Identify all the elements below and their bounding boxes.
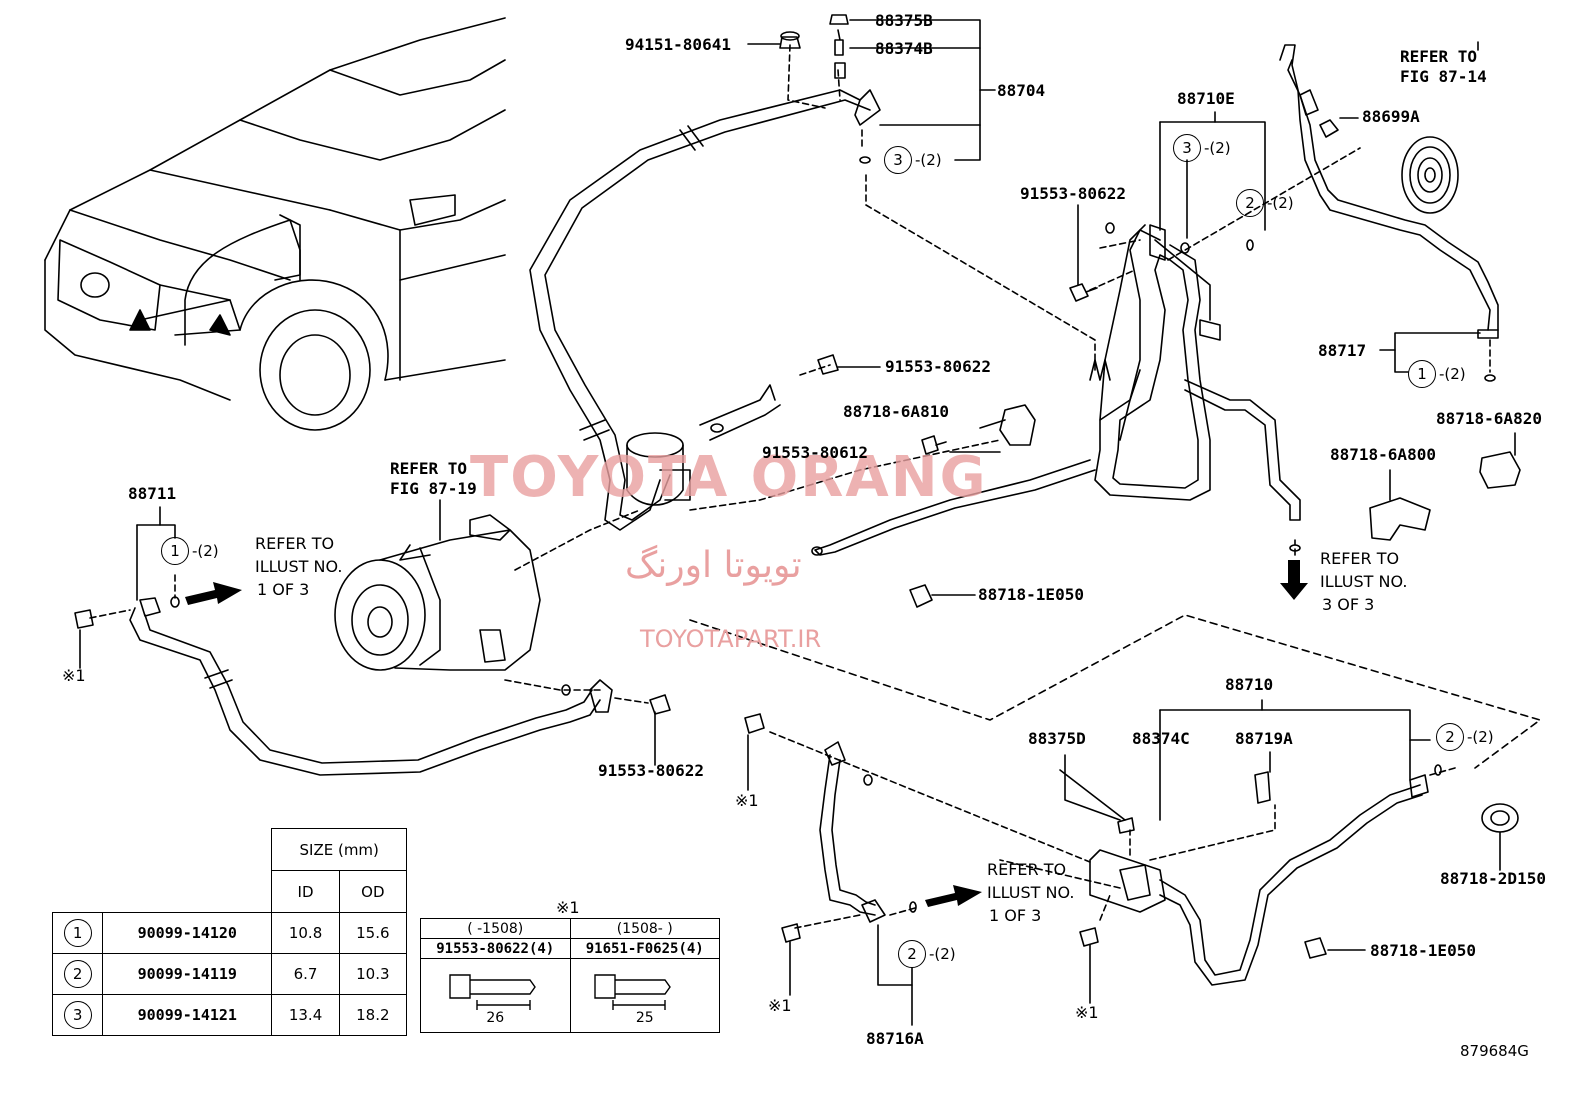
bolt-length-26: 26 [486,1010,505,1026]
table-row: 3 90099-14121 13.4 18.2 [51,994,408,1036]
bolt-table-title: ※1 [556,898,580,917]
label-91553-80612: 91553-80612 [762,443,868,462]
label-88718-1E050-b: 88718-1E050 [1370,941,1476,960]
refer-illust1-lower-line3: 1 OF 3 [989,906,1042,925]
oring-callout-2-710: 2-(2) [1436,723,1494,751]
clamp-88718-6A800 [1369,497,1431,541]
oring-callout-3-top: 3-(2) [884,146,942,174]
label-88710: 88710 [1225,675,1274,694]
od-header: OD [338,870,408,913]
vehicle-illustration [44,17,506,431]
label-88375D: 88375D [1028,729,1086,748]
size-header: SIZE (mm) [271,828,407,871]
pipe-88716A [819,741,886,923]
bolt-variant-table: ( -1508) (1508- ) 91553-80622(4) 91651-F… [420,918,720,1033]
label-88374B: 88374B [875,39,933,58]
bolt-mark1-mid [744,713,765,734]
label-88375B: 88375B [875,11,933,30]
oring-callout-1-711: 1-(2) [161,537,219,565]
bolt-91553-80612 [921,435,947,455]
pipe-88717 [1279,44,1499,339]
label-refer-fig87-14-line2: FIG 87-14 [1400,67,1487,86]
id-header: ID [271,870,340,913]
watermark-site: TOYOTAPART.IR [640,625,822,653]
mark1-mid: ※1 [735,791,759,810]
bolt-91553-80622-mid [817,354,839,375]
label-88718-6A810: 88718-6A810 [843,402,949,421]
refer-illust1-left-line2: ILLUST NO. [255,557,343,576]
label-88711: 88711 [128,484,177,503]
refer-illust1-lower-line2: ILLUST NO. [987,883,1075,902]
label-88699A: 88699A [1362,107,1420,126]
arrow-icon-illust3 [1280,560,1308,600]
watermark-main: TOYOTA ORANG [470,445,988,510]
label-88704: 88704 [997,81,1046,100]
bolt-mark1-left [74,609,94,629]
sensor-88719A [1254,771,1271,804]
refer-illust1-left-line1: REFER TO [255,534,335,553]
bolt-mark1-right [1079,927,1099,947]
grommet-fig87-14 [1401,136,1459,214]
tube-88710E [811,224,1301,556]
label-refer-fig87-14-line1: REFER TO [1400,47,1478,66]
label-88710E: 88710E [1177,89,1235,108]
hose-88711 [129,597,613,776]
refer-illust3-line1: REFER TO [1320,549,1400,568]
clamp-88718-6A820 [1479,451,1521,489]
refer-illust3-line2: ILLUST NO. [1320,572,1408,591]
tube-88710 [1089,774,1429,986]
mark1-left: ※1 [62,666,86,685]
valve-88374B [834,29,846,79]
label-88717: 88717 [1318,341,1367,360]
refer-illust1-left-line3: 1 OF 3 [257,580,310,599]
mark1-right: ※1 [1075,1003,1099,1022]
cap-88375B [829,14,849,25]
mark1-lower: ※1 [768,996,792,1015]
clamp-88718-1E050-a [909,584,933,608]
oring-callout-1-717: 1-(2) [1408,360,1466,388]
oring-callout-3-e: 3-(2) [1173,134,1231,162]
label-refer-fig87-19-line2: FIG 87-19 [390,479,477,498]
bolt-91553-80622-top [1069,283,1098,302]
label-refer-fig87-19-line1: REFER TO [390,459,468,478]
cap-88375D [1117,817,1135,834]
arrow-icon-illust1-lower [925,885,982,907]
label-91553-80622-low: 91553-80622 [598,761,704,780]
clamp-88718-2D150 [1481,803,1519,833]
label-91553-80622-mid: 91553-80622 [885,357,991,376]
illustration-code: 879684G [1460,1042,1529,1060]
compressor [334,514,541,671]
table-row: 1 90099-14120 10.8 15.6 [51,912,408,954]
label-88718-6A800: 88718-6A800 [1330,445,1436,464]
bolt-91553-80622-low [649,694,671,715]
label-94151-80641: 94151-80641 [625,35,731,54]
bracket-88718-6A810 [999,404,1036,446]
refer-illust1-lower-line1: REFER TO [987,860,1067,879]
oring-callout-2-e: 2-(2) [1236,189,1294,217]
watermark-persian: تویوتا اورنگ [625,545,802,586]
table-row: 2 90099-14119 6.7 10.3 [51,953,408,995]
label-88719A: 88719A [1235,729,1293,748]
label-88374C: 88374C [1132,729,1190,748]
label-88718-1E050-a: 88718-1E050 [978,585,1084,604]
label-88718-6A820: 88718-6A820 [1436,409,1542,428]
clamp-88718-1E050-b [1304,937,1327,959]
suction-hose-88704 [529,89,881,531]
oring-size-table: SIZE (mm) ID OD 1 90099-14120 10.8 15.6 … [51,828,408,1036]
oring-callout-2-716: 2-(2) [898,940,956,968]
bolt-mark1-lower [781,923,801,943]
refer-illust3-line3: 3 OF 3 [1322,595,1375,614]
label-88718-2D150: 88718-2D150 [1440,869,1546,888]
label-88716A: 88716A [866,1029,924,1048]
arrow-icon-illust1-left [185,582,242,605]
label-91553-80622-top: 91553-80622 [1020,184,1126,203]
bolt-length-25: 25 [635,1010,654,1026]
